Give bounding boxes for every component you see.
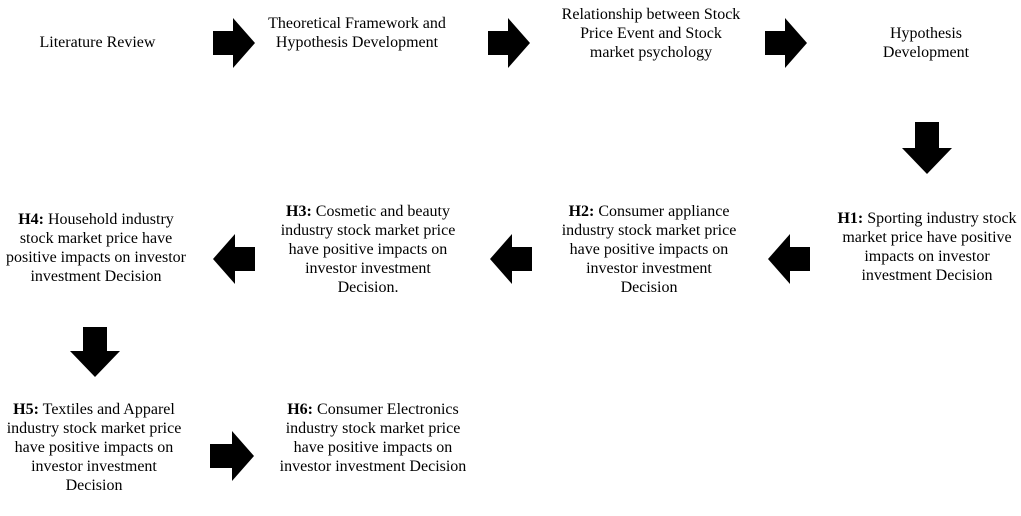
node-label: H1: [837, 210, 864, 227]
node-h3: H3: Cosmetic and beauty industry stock m… [280, 202, 456, 297]
node-label: H4: [18, 211, 44, 228]
node-text: Consumer appliance industry stock market… [561, 203, 737, 296]
node-label: H2: [568, 203, 595, 220]
node-text: Consumer Electronics industry stock mark… [279, 401, 467, 475]
arrow-right-icon [210, 431, 254, 481]
node-h6: H6: Consumer Electronics industry stock … [278, 400, 468, 476]
node-text: Household industry stock market price ha… [6, 211, 186, 285]
node-text: Theoretical Framework and Hypothesis Dev… [268, 15, 446, 51]
node-theoretical-framework: Theoretical Framework and Hypothesis Dev… [262, 14, 452, 52]
node-relationship: Relationship between Stock Price Event a… [556, 5, 746, 62]
node-h1: H1: Sporting industry stock market price… [833, 209, 1021, 285]
arrow-left-icon [768, 234, 810, 284]
node-text: Literature Review [39, 34, 156, 51]
arrow-right-icon [213, 18, 255, 68]
arrow-left-icon [213, 234, 255, 284]
node-text: Cosmetic and beauty industry stock marke… [280, 203, 456, 296]
arrow-right-icon [765, 18, 807, 68]
node-text: Sporting industry stock market price hav… [842, 210, 1017, 284]
node-h5: H5: Textiles and Apparel industry stock … [4, 400, 184, 495]
node-h2: H2: Consumer appliance industry stock ma… [556, 202, 742, 297]
node-h4: H4: Household industry stock market pric… [0, 210, 192, 286]
node-label: H5: [13, 401, 39, 418]
node-literature-review: Literature Review [10, 33, 185, 52]
node-text: Hypothesis Development [882, 25, 970, 61]
arrow-down-icon [70, 327, 120, 377]
node-label: H3: [286, 203, 312, 220]
arrow-right-icon [488, 18, 530, 68]
arrow-down-icon [902, 122, 952, 174]
arrow-left-icon [490, 234, 532, 284]
node-label: H6: [287, 401, 314, 418]
node-text: Textiles and Apparel industry stock mark… [6, 401, 182, 494]
node-text: Relationship between Stock Price Event a… [561, 6, 741, 61]
node-hypothesis-development: Hypothesis Development [856, 24, 996, 62]
